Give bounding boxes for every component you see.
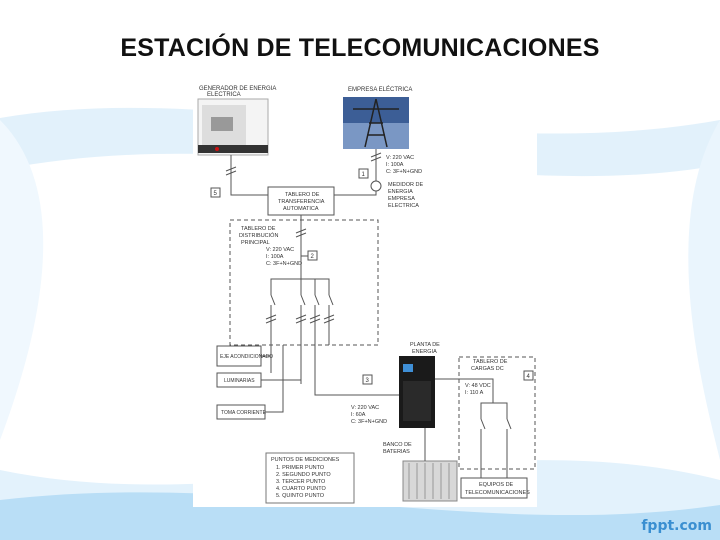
utility-spec-3: C: 3F+N+GND xyxy=(386,169,422,175)
rectifier-label-2: ENERGIA xyxy=(412,349,437,355)
ats-label-2: TRANSFERENCIA xyxy=(278,199,325,205)
rectifier-spec-2: I: 60A xyxy=(351,412,366,418)
meter-icon xyxy=(371,181,381,191)
electrical-diagram: GENERADOR DE ENERGIA ELECTRICA EMPRESA E… xyxy=(193,83,537,507)
battery-label-1: BANCO DE xyxy=(383,442,412,448)
ats-label-3: AUTOMATICA xyxy=(283,206,319,212)
battery-label-2: BATERIAS xyxy=(383,449,410,455)
generator-label-2: ELECTRICA xyxy=(207,92,241,98)
point-2: 2. SEGUNDO PUNTO xyxy=(276,472,331,478)
utility-label: EMPRESA ELÉCTRICA xyxy=(348,86,412,93)
distribution-spec-3: C: 3F+N+GND xyxy=(266,261,302,267)
meter-label-1: MEDIDOR DE xyxy=(388,182,423,188)
rectifier-spec-3: C: 3F+N+GND xyxy=(351,419,387,425)
generator-image xyxy=(198,99,268,155)
rectifier-label-1: PLANTA DE xyxy=(410,342,440,348)
rectifier-spec-1: V: 220 VAC xyxy=(351,405,379,411)
points-title: PUNTOS DE MEDICIONES xyxy=(271,457,340,463)
fppt-logo: fppt.com xyxy=(641,518,712,534)
utility-spec-1: V: 220 VAC xyxy=(386,155,414,161)
dc-board-label-1: TABLERO DE xyxy=(473,359,508,365)
distribution-label-2: DISTRIBUCIÓN xyxy=(239,232,278,239)
point-3: 3. TERCER PUNTO xyxy=(276,479,326,485)
battery-bank-image xyxy=(403,461,457,501)
distribution-spec-2: I: 100A xyxy=(266,254,284,260)
meter-label-4: ELECTRICA xyxy=(388,203,419,209)
load-lights-label: LUMINARIAS xyxy=(224,378,255,384)
meter-label-3: EMPRESA xyxy=(388,196,415,202)
utility-spec-2: I: 100A xyxy=(386,162,404,168)
distribution-label-1: TABLERO DE xyxy=(241,226,276,232)
dc-board-label-2: CARGAS DC xyxy=(471,366,504,372)
page-title: ESTACIÓN DE TELECOMUNICACIONES xyxy=(0,34,720,63)
ats-label-1: TABLERO DE xyxy=(285,192,320,198)
dc-spec-2: I: 110 A xyxy=(465,390,484,396)
dc-spec-1: V: 48 VDC xyxy=(465,383,491,389)
telecom-label-1: EQUIPOS DE xyxy=(479,482,514,488)
distribution-spec-1: V: 220 VAC xyxy=(266,247,294,253)
transmission-tower-image xyxy=(343,97,409,149)
point-1: 1. PRIMER PUNTO xyxy=(276,465,325,471)
power-plant-image xyxy=(399,356,435,428)
telecom-label-2: TELECOMUNICACIONES xyxy=(465,490,530,496)
distribution-label-3: PRINCIPAL xyxy=(241,240,270,246)
point-5: 5. QUINTO PUNTO xyxy=(276,493,325,499)
load-outlets-label: TOMA CORRIENTE xyxy=(221,410,267,416)
load-ac-label: EJE ACONDICIONADO xyxy=(220,354,273,360)
meter-label-2: ENERGIA xyxy=(388,189,413,195)
point-4: 4. CUARTO PUNTO xyxy=(276,486,327,492)
